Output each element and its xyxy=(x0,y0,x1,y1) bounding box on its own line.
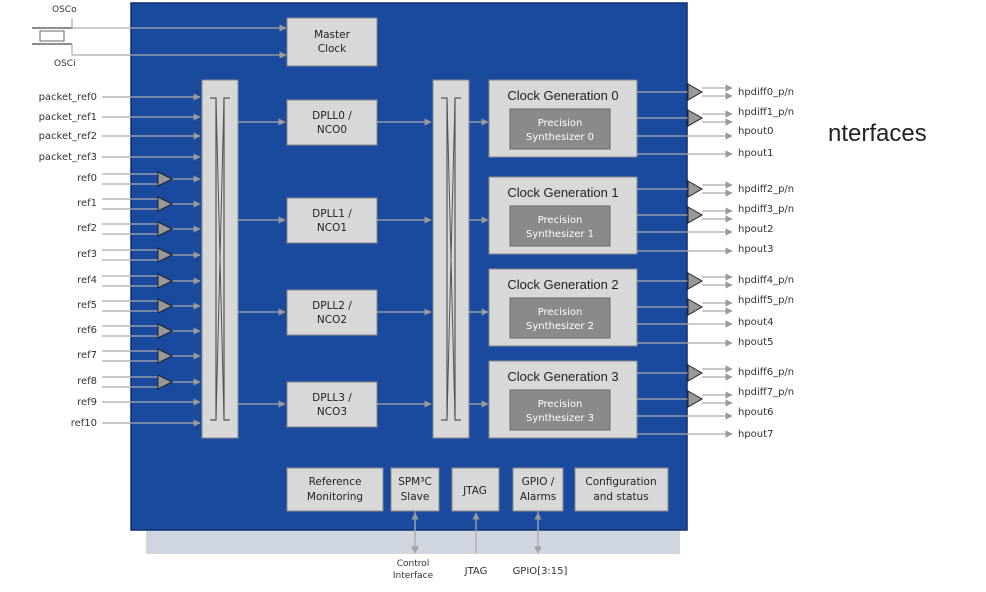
master-clock-block xyxy=(286,17,378,67)
output-buffer-icons xyxy=(687,83,704,408)
synth-line2: Synthesizer 3 xyxy=(526,413,594,424)
input-label: packet_ref3 xyxy=(39,152,97,163)
dpll-line2: NCO3 xyxy=(317,406,347,418)
svg-text:Slave: Slave xyxy=(401,491,430,503)
config-status-block: Configuration and status xyxy=(574,467,669,512)
output-label: hpout6 xyxy=(738,407,773,418)
output-label: hpdiff6_p/n xyxy=(738,367,794,378)
clock-gen-title: Clock Generation 2 xyxy=(507,277,618,292)
output-label: hpout2 xyxy=(738,224,773,235)
dpll-line1: DPLL0 / xyxy=(312,110,352,122)
synth-line2: Synthesizer 2 xyxy=(526,321,594,332)
output-label: hpout3 xyxy=(738,244,773,255)
control-interface-label-2: Interface xyxy=(393,571,434,581)
synth-block xyxy=(509,297,611,339)
synth-line1: Precision xyxy=(538,118,583,129)
clock-gen-title: Clock Generation 3 xyxy=(507,369,618,384)
output-label: hpdiff3_p/n xyxy=(738,204,794,215)
dpll-line2: NCO2 xyxy=(317,314,347,326)
svg-text:Alarms: Alarms xyxy=(520,491,556,503)
input-label: ref0 xyxy=(77,173,97,184)
input-label: ref7 xyxy=(77,350,97,361)
svg-text:GPIO /: GPIO / xyxy=(522,476,555,488)
output-label: hpdiff2_p/n xyxy=(738,184,794,195)
svg-text:SPM³C: SPM³C xyxy=(398,476,432,488)
dpll-line2: NCO1 xyxy=(317,222,347,234)
svg-text:Monitoring: Monitoring xyxy=(307,491,363,503)
svg-text:Configuration: Configuration xyxy=(585,476,656,488)
input-label: packet_ref0 xyxy=(39,92,97,103)
dpll-1: DPLL1 / NCO1 xyxy=(286,197,378,244)
clock-gen-0: Clock Generation 0 Precision Synthesizer… xyxy=(488,79,638,158)
input-buffer-icons xyxy=(157,171,174,390)
input-list: packet_ref0 packet_ref1 packet_ref2 pack… xyxy=(39,92,97,429)
synth-block xyxy=(509,108,611,150)
gpio-label: GPIO[3:15] xyxy=(513,566,568,577)
dpll-0: DPLL0 / NCO0 xyxy=(286,99,378,146)
output-label: hpout5 xyxy=(738,337,773,348)
clock-gen-title: Clock Generation 1 xyxy=(507,185,618,200)
osc-top-label: OSCo xyxy=(52,5,77,15)
input-label: ref10 xyxy=(71,418,97,429)
synth-line1: Precision xyxy=(538,399,583,410)
synth-block xyxy=(509,205,611,247)
dpll-line1: DPLL1 / xyxy=(312,208,352,220)
dpll-line1: DPLL2 / xyxy=(312,300,352,312)
clock-gen-3: Clock Generation 3 Precision Synthesizer… xyxy=(488,360,638,439)
svg-text:Reference: Reference xyxy=(309,476,362,488)
dpll-line2: NCO0 xyxy=(317,124,347,136)
dpll-line1: DPLL3 / xyxy=(312,392,352,404)
input-label: packet_ref1 xyxy=(39,112,97,123)
input-label: ref2 xyxy=(77,223,97,234)
spm-slave-block: SPM³C Slave xyxy=(390,467,440,512)
output-label: hpout4 xyxy=(738,317,773,328)
clock-gen-title: Clock Generation 0 xyxy=(507,88,618,103)
jtag-label: JTAG xyxy=(464,566,488,577)
output-label: hpout7 xyxy=(738,429,773,440)
input-label: ref4 xyxy=(77,275,97,286)
input-label: packet_ref2 xyxy=(39,131,97,142)
master-clock-line1: Master xyxy=(314,29,351,41)
input-label: ref6 xyxy=(77,325,97,336)
ref-monitoring-block: Reference Monitoring xyxy=(286,467,384,512)
gpio-alarms-block: GPIO / Alarms xyxy=(512,467,564,512)
clock-gen-1: Clock Generation 1 Precision Synthesizer… xyxy=(488,176,638,255)
output-label: hpdiff4_p/n xyxy=(738,275,794,286)
output-label: hpdiff5_p/n xyxy=(738,295,794,306)
control-interface-label: Control xyxy=(397,559,430,569)
dpll-2: DPLL2 / NCO2 xyxy=(286,289,378,336)
output-label: hpdiff7_p/n xyxy=(738,387,794,398)
master-clock-line2: Clock xyxy=(318,43,347,55)
input-label: ref5 xyxy=(77,300,97,311)
input-label: ref1 xyxy=(77,198,97,209)
synth-line1: Precision xyxy=(538,307,583,318)
input-label: ref9 xyxy=(77,397,97,408)
jtag-block: JTAG xyxy=(451,467,500,512)
output-labels: hpdiff0_p/n hpdiff1_p/n hpout0 hpout1 hp… xyxy=(738,87,794,440)
osc-bottom-label: OSCi xyxy=(54,59,76,69)
output-label: hpdiff1_p/n xyxy=(738,107,794,118)
output-label: hpout0 xyxy=(738,126,773,137)
synth-line2: Synthesizer 0 xyxy=(526,132,594,143)
oscillator-icon xyxy=(39,30,65,42)
dpll-3: DPLL3 / NCO3 xyxy=(286,381,378,428)
side-text: nterfaces xyxy=(828,120,927,147)
synth-line1: Precision xyxy=(538,215,583,226)
clock-gen-2: Clock Generation 2 Precision Synthesizer… xyxy=(488,268,638,347)
synth-block xyxy=(509,389,611,431)
output-label: hpout1 xyxy=(738,148,773,159)
synth-line2: Synthesizer 1 xyxy=(526,229,594,240)
svg-text:and status: and status xyxy=(593,491,648,503)
input-label: ref8 xyxy=(77,376,97,387)
output-label: hpdiff0_p/n xyxy=(738,87,794,98)
svg-text:JTAG: JTAG xyxy=(462,485,487,497)
input-label: ref3 xyxy=(77,249,97,260)
